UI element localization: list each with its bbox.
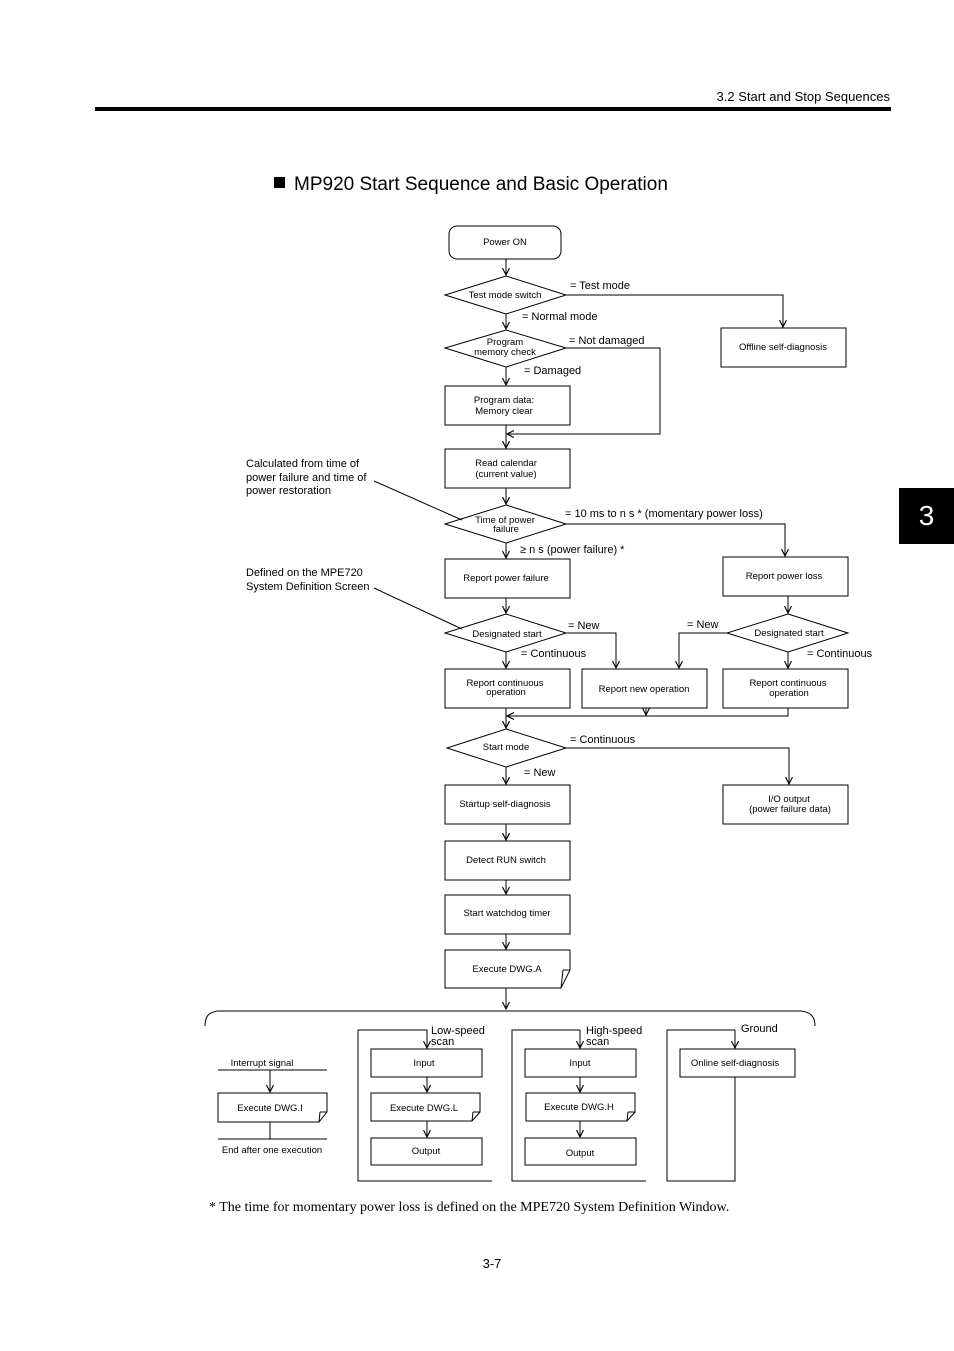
time-of-power-failure-label-2: failure <box>493 524 519 535</box>
designated-start-left-label: Designated start <box>472 629 542 640</box>
report-power-failure-box <box>444 558 571 599</box>
program-data-clear-box <box>444 385 571 426</box>
report-continuous-left-label-2: operation <box>486 687 526 698</box>
online-self-diagnosis-label: Online self-diagnosis <box>691 1058 779 1069</box>
report-continuous-left-label-1: Report continuous <box>466 678 543 689</box>
execute-dwg-h-label: Execute DWG.H <box>544 1102 614 1113</box>
new-left-label: = New <box>568 620 600 632</box>
start-watchdog-timer-label: Start watchdog timer <box>463 908 550 919</box>
program-memory-check-label-1: Program <box>487 337 524 348</box>
header-rule <box>95 107 891 111</box>
continuous-start-label: = Continuous <box>570 734 636 746</box>
io-output-label-1: I/O output <box>768 794 810 805</box>
io-output-label-2: (power failure data) <box>749 804 831 815</box>
startup-self-diagnosis-label: Startup self-diagnosis <box>459 799 551 810</box>
report-continuous-operation-left-box <box>444 668 571 709</box>
report-continuous-operation-right-box <box>722 668 849 709</box>
low-speed-scan-label-2: scan <box>431 1036 454 1048</box>
page-number: 3-7 <box>482 1256 502 1271</box>
execute-dwg-h-box <box>525 1092 636 1122</box>
report-power-loss-box <box>722 556 849 597</box>
high-output-box <box>524 1137 637 1166</box>
calendar-note-line-1: Calculated from time of <box>246 458 360 470</box>
low-output-box <box>370 1137 483 1166</box>
definition-note-line-1: Defined on the MPE720 <box>246 567 363 579</box>
program-memory-check-label-2: memory check <box>474 347 536 358</box>
definition-note-line-2: System Definition Screen <box>246 581 370 593</box>
startup-self-diagnosis-box <box>444 784 571 825</box>
power-on-label: Power ON <box>483 237 527 248</box>
continuous-right-label: = Continuous <box>807 648 873 660</box>
damaged-label: = Damaged <box>524 365 581 377</box>
low-speed-scan-label-1: Low-speed <box>431 1025 485 1037</box>
interrupt-signal-label: Interrupt signal <box>231 1058 294 1069</box>
execute-dwg-l-box <box>370 1092 481 1122</box>
momentary-loss-label: = 10 ms to n s * (momentary power loss) <box>565 508 763 520</box>
execute-dwg-a-box <box>444 949 571 989</box>
report-new-operation-label: Report new operation <box>599 684 690 695</box>
square-bullet-icon <box>274 177 285 188</box>
program-data-clear-label-1: Program data: <box>474 395 534 406</box>
read-calendar-box <box>444 448 571 489</box>
io-output-box <box>722 784 849 825</box>
read-calendar-label-1: Read calendar <box>475 458 537 469</box>
start-mode-label: Start mode <box>483 742 529 753</box>
test-mode-switch-label: Test mode switch <box>469 290 542 301</box>
footnote: * The time for momentary power loss is d… <box>209 1200 730 1215</box>
execute-dwg-i-box <box>217 1092 328 1123</box>
section-header: 3.2 Start and Stop Sequences <box>716 89 890 104</box>
diagram-title-text: MP920 Start Sequence and Basic Operation <box>294 174 668 195</box>
chapter-tab: 3 <box>899 488 954 544</box>
end-after-one-label: End after one execution <box>222 1145 322 1156</box>
execute-dwg-l-label: Execute DWG.L <box>390 1103 458 1114</box>
low-input-label: Input <box>413 1058 434 1069</box>
ground-label: Ground <box>741 1023 778 1035</box>
start-watchdog-timer-box <box>444 894 571 935</box>
high-speed-scan-label-1: High-speed <box>586 1025 642 1037</box>
test-mode-label: = Test mode <box>570 280 630 292</box>
execute-dwg-a-label: Execute DWG.A <box>472 964 542 975</box>
calendar-note-leader <box>373 480 463 521</box>
normal-mode-label: = Normal mode <box>522 311 598 323</box>
power-on-terminal <box>448 225 562 260</box>
high-speed-scan-frame <box>511 1029 646 1182</box>
detect-run-switch-label: Detect RUN switch <box>466 855 546 866</box>
time-of-power-failure-label-1: Time of power <box>475 515 535 526</box>
continuous-left-label: = Continuous <box>521 648 587 660</box>
new-start-label: = New <box>524 767 556 779</box>
online-self-diagnosis-box <box>679 1048 796 1078</box>
report-power-loss-label: Report power loss <box>746 571 823 582</box>
read-calendar-label-2: (current value) <box>475 469 536 480</box>
diagram-title: MP920 Start Sequence and Basic Operation <box>274 174 668 196</box>
ground-frame <box>666 1029 736 1182</box>
low-output-label: Output <box>412 1146 441 1157</box>
program-data-clear-label-2: Memory clear <box>475 406 533 417</box>
report-power-failure-label: Report power failure <box>463 573 549 584</box>
report-continuous-right-label-2: operation <box>769 688 809 699</box>
task-brace <box>204 1010 816 1027</box>
offline-self-diagnosis-label: Offline self-diagnosis <box>739 342 827 353</box>
calendar-note-line-2: power failure and time of <box>246 472 367 484</box>
power-failure-label: ≥ n s (power failure) * <box>520 544 625 556</box>
definition-note-leader <box>373 587 463 630</box>
calendar-note-line-3: power restoration <box>246 485 331 497</box>
high-output-label: Output <box>566 1148 595 1159</box>
not-damaged-label: = Not damaged <box>569 335 645 347</box>
execute-dwg-a-fold <box>560 969 564 989</box>
execute-dwg-i-label: Execute DWG.I <box>237 1103 302 1114</box>
offline-self-diagnosis-box <box>720 327 847 368</box>
high-input-label: Input <box>569 1058 590 1069</box>
detect-run-switch-box <box>444 840 571 881</box>
designated-start-right-label: Designated start <box>754 628 824 639</box>
report-continuous-right-label-1: Report continuous <box>749 678 826 689</box>
new-right-label: = New <box>687 619 719 631</box>
high-speed-scan-label-2: scan <box>586 1036 609 1048</box>
